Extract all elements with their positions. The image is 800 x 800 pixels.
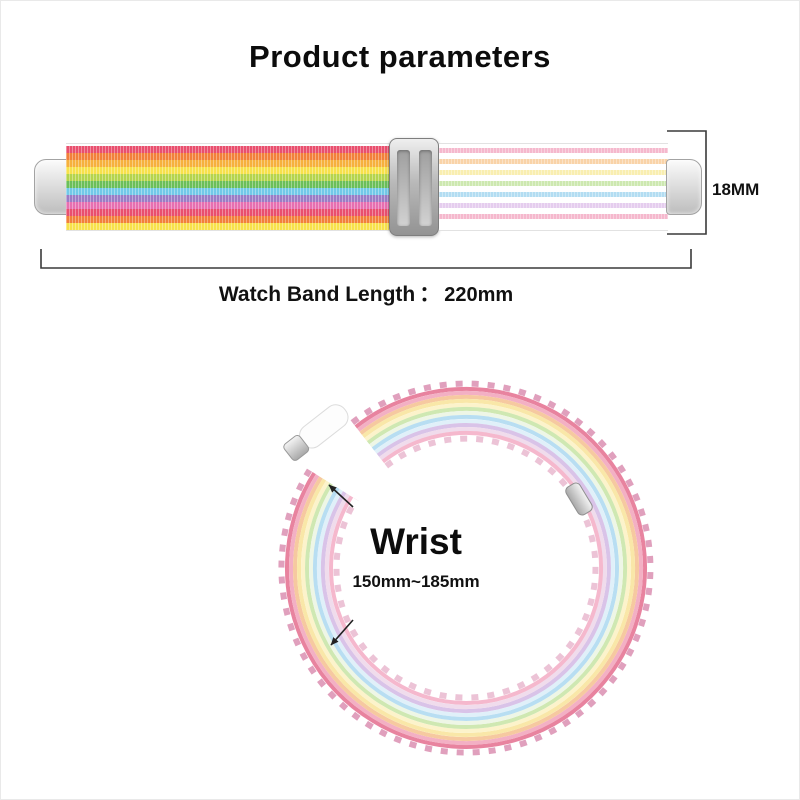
band-left-connector — [34, 159, 70, 215]
wrist-range: 150mm~185mm — [352, 572, 480, 591]
band-end-tip — [283, 404, 349, 461]
length-dimension-bracket — [40, 249, 692, 269]
band-width-dimension-label: 18MM — [712, 180, 760, 199]
buckle-slot — [419, 150, 432, 226]
wrist-label: Wrist — [370, 521, 462, 562]
ring-clasp — [565, 482, 593, 516]
wrist-annotation: Wrist 150mm~185mm — [306, 521, 526, 592]
length-separator: ： — [419, 283, 441, 306]
band-buckle — [389, 138, 439, 236]
watch-band-top-view — [34, 138, 702, 236]
page-title: Product parameters — [249, 39, 551, 74]
band-end-adapter — [283, 435, 310, 461]
wrist-arrow-lower — [330, 619, 354, 646]
length-label-text: Watch Band Length — [218, 283, 416, 306]
band-fabric-left — [66, 143, 389, 231]
buckle-slot — [397, 150, 410, 226]
band-fabric-right — [439, 143, 668, 231]
wrist-arrow-upper — [328, 484, 354, 508]
length-value: 220mm — [444, 284, 514, 306]
band-right-connector — [666, 159, 702, 215]
band-length-dimension-label: Watch Band Length：220mm — [41, 278, 691, 308]
